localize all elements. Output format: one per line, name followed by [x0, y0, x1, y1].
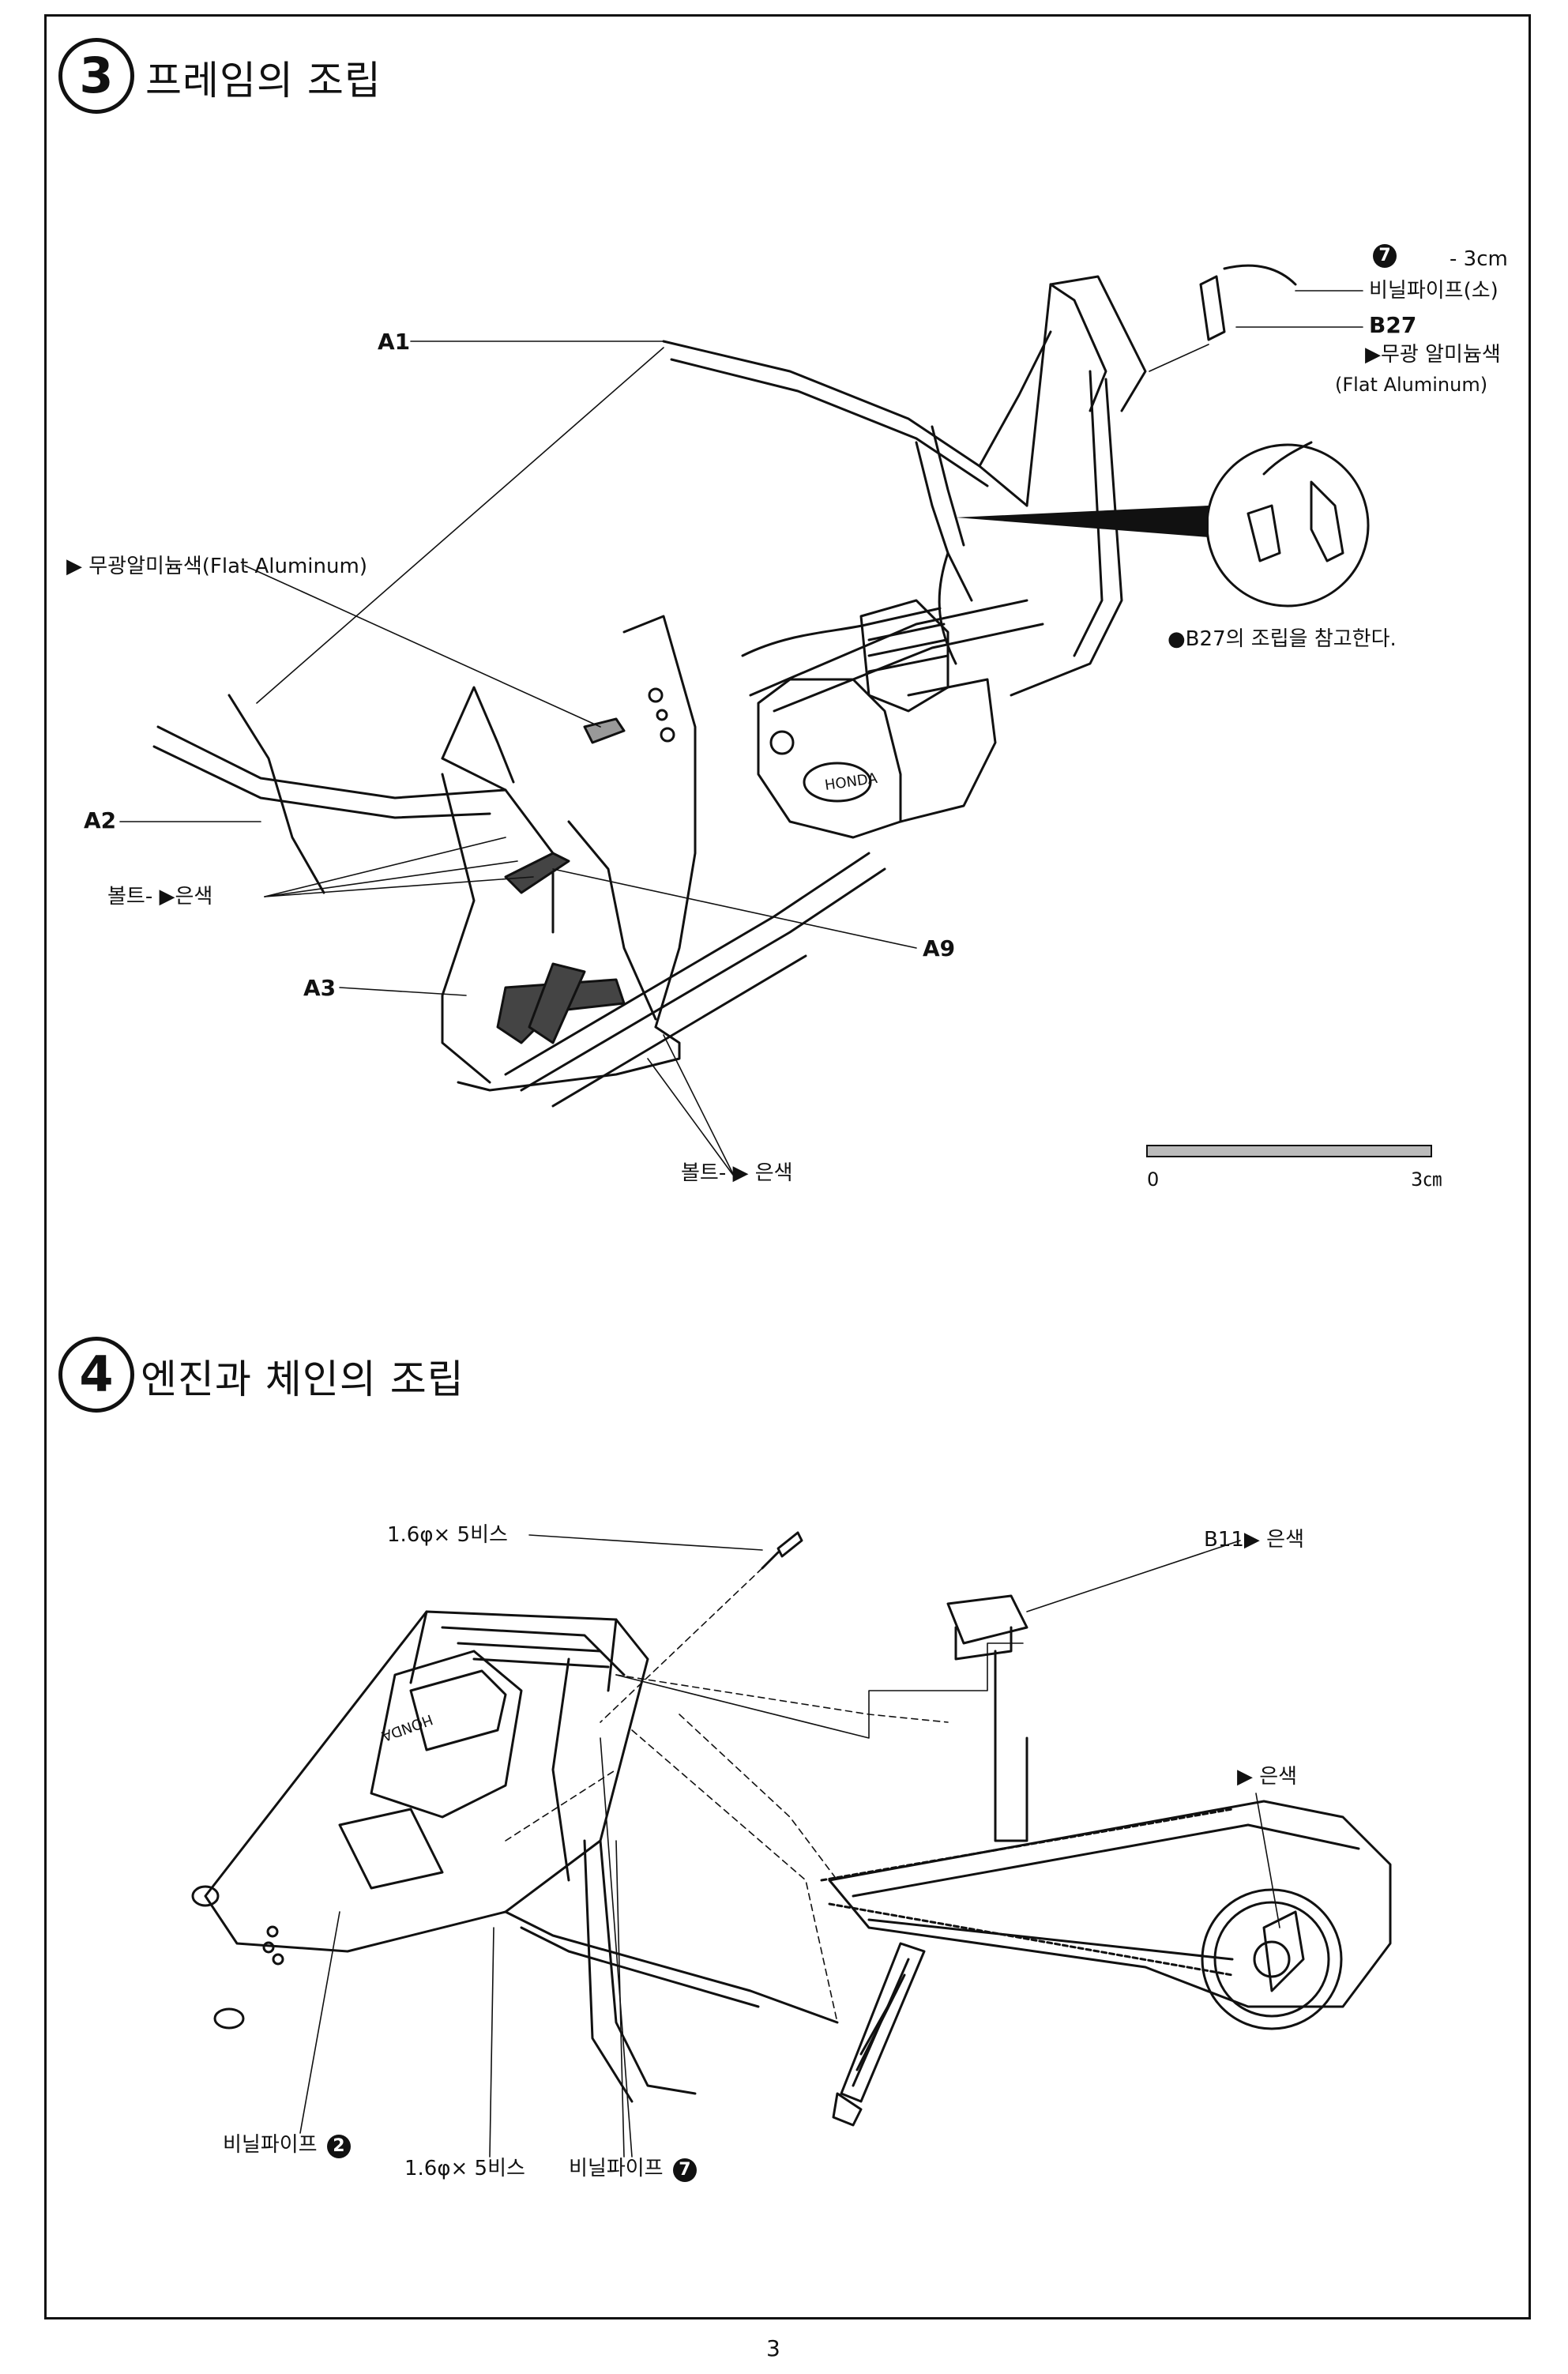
engine-chain-drawing — [191, 1531, 1392, 2127]
vinyl-pipe-small-label: 비닐파이프(소) — [1369, 279, 1498, 303]
pipe-2-marker: 2 — [326, 2135, 351, 2158]
step3-leaders — [119, 290, 1363, 1178]
vinyl-pipe-7-label: 비닐파이프 7 — [569, 2157, 697, 2182]
pipe-length-label: - 3cm — [1450, 247, 1508, 271]
a9-label: A9 — [923, 935, 956, 961]
a3-label: A3 — [303, 975, 337, 1001]
b27-paint-en-label: (Flat Aluminum) — [1335, 374, 1488, 396]
a2-label: A2 — [84, 807, 117, 833]
frame-paint-label: ▶ 무광알미늄색(Flat Aluminum) — [66, 555, 367, 578]
a1-label: A1 — [378, 329, 411, 355]
scale-start-label: 0 — [1147, 1168, 1160, 1191]
bolt-silver-label-2: 볼트- ▶ 은색 — [681, 1161, 793, 1185]
b27-paint-label: ▶무광 알미늄색 — [1365, 343, 1501, 367]
step-3-number: 3 — [58, 38, 134, 114]
b27-label: B27 — [1369, 312, 1417, 338]
engine-brand-label-step3: HONDA — [824, 770, 879, 794]
step4-leaders — [299, 1534, 1280, 2158]
scale-bar — [1146, 1145, 1432, 1157]
b27-note: ●B27의 조립을 참고한다. — [1168, 627, 1397, 651]
scale-end-label: 3㎝ — [1411, 1168, 1442, 1191]
page-border — [44, 14, 1531, 2319]
page-number: 3 — [766, 2335, 780, 2361]
screw-bottom-label: 1.6φ× 5비스 — [404, 2157, 525, 2180]
pipe-7-marker: 7 — [672, 2158, 697, 2182]
step-3-title: 프레임의 조립 — [145, 58, 382, 103]
screw-top-label: 1.6φ× 5비스 — [387, 1523, 508, 1547]
bolt-silver-label-1: 볼트- ▶은색 — [107, 885, 213, 909]
vinyl-pipe-2-label: 비닐파이프 2 — [223, 2133, 351, 2158]
frame-drawing — [152, 264, 1370, 1108]
step4-dashed — [505, 1567, 949, 2023]
silver-paint-label: ▶ 은색 — [1237, 1765, 1298, 1789]
step-4-number: 4 — [58, 1337, 134, 1413]
b11-label: B11▶ 은색 — [1204, 1528, 1305, 1552]
step-4-title: 엔진과 체인의 조립 — [141, 1356, 464, 1402]
pipe-7-marker: 7 — [1373, 243, 1397, 268]
